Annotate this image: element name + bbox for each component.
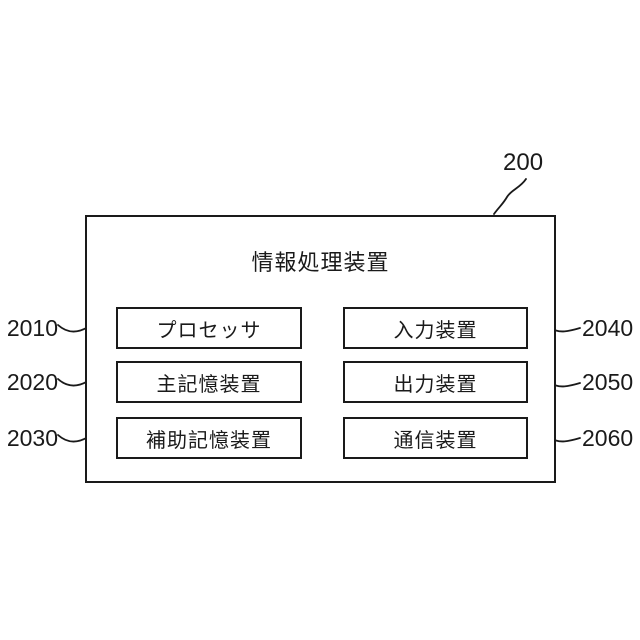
ref-label-input-device: 2040 bbox=[582, 315, 634, 341]
ref-label-outer: 200 bbox=[503, 149, 544, 176]
block-input-device-label: 入力装置 bbox=[393, 319, 478, 342]
ref-label-processor: 2010 bbox=[6, 315, 58, 341]
block-output-device-label: 出力装置 bbox=[393, 373, 478, 396]
block-auxiliary-storage: 補助記憶装置 bbox=[116, 417, 302, 459]
block-communication-device-label: 通信装置 bbox=[393, 429, 478, 452]
block-input-device: 入力装置 bbox=[343, 307, 528, 349]
ref-label-auxiliary-storage: 2030 bbox=[6, 425, 58, 451]
leader-200 bbox=[493, 178, 527, 215]
ref-label-main-memory: 2020 bbox=[6, 369, 58, 395]
block-main-memory-label: 主記憶装置 bbox=[156, 373, 262, 396]
block-processor-label: プロセッサ bbox=[156, 319, 262, 342]
block-communication-device: 通信装置 bbox=[343, 417, 528, 459]
block-processor: プロセッサ bbox=[116, 307, 302, 349]
block-auxiliary-storage-label: 補助記憶装置 bbox=[146, 429, 272, 452]
outer-box-title: 情報処理装置 bbox=[251, 250, 390, 275]
block-output-device: 出力装置 bbox=[343, 361, 528, 403]
ref-label-output-device: 2050 bbox=[582, 369, 634, 395]
block-main-memory: 主記憶装置 bbox=[116, 361, 302, 403]
ref-label-communication-device: 2060 bbox=[582, 425, 634, 451]
